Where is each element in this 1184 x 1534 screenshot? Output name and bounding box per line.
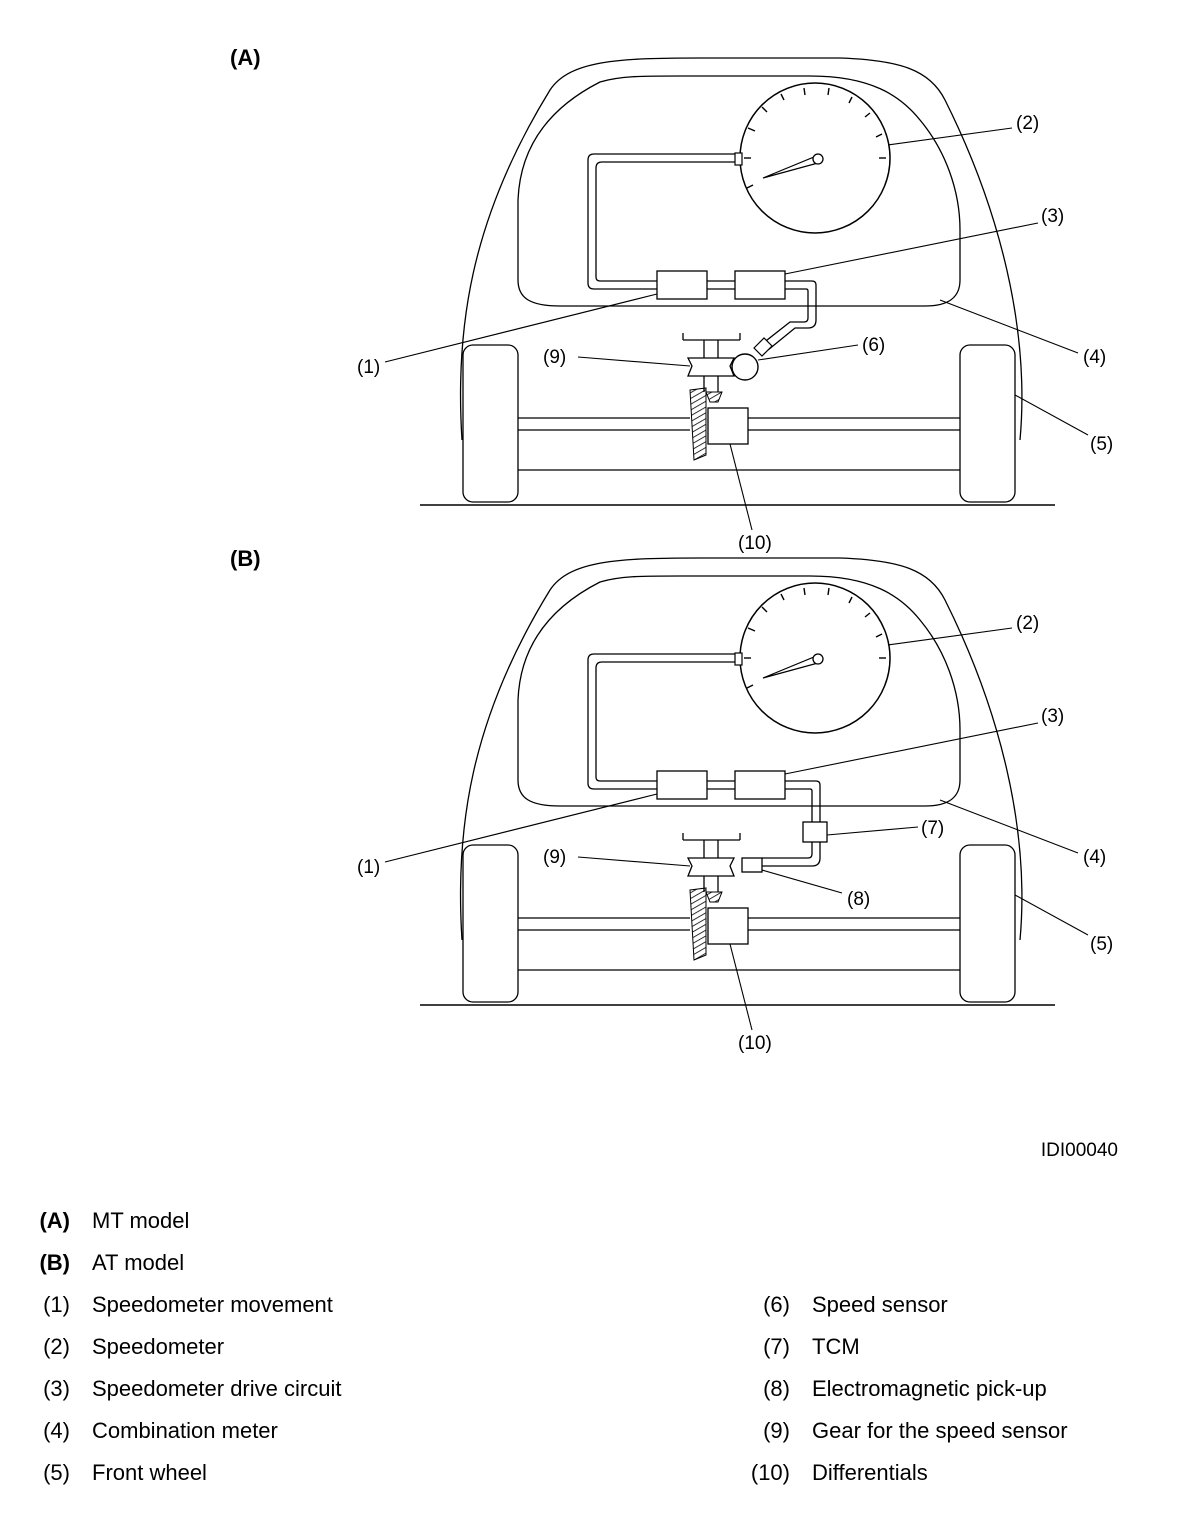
legend-key: (A) bbox=[39, 1208, 70, 1233]
legend-text: MT model bbox=[92, 1208, 190, 1233]
callout-1: (1) bbox=[357, 357, 380, 378]
callout-6: (6) bbox=[862, 335, 885, 356]
legend-key: (6) bbox=[763, 1292, 790, 1317]
panel-a-mt-model: (A) (1) (2) (3) (4) (5) (6) (9) (10) bbox=[230, 45, 1113, 554]
legend-key: (5) bbox=[43, 1460, 70, 1485]
callout-10: (10) bbox=[738, 533, 772, 554]
legend-key: (4) bbox=[43, 1418, 70, 1443]
legend-text: Speedometer bbox=[92, 1334, 225, 1359]
legend-text: Speedometer movement bbox=[92, 1292, 333, 1317]
legend-text: TCM bbox=[812, 1334, 860, 1359]
legend-text: Speedometer drive circuit bbox=[92, 1376, 342, 1401]
legend-key: (3) bbox=[43, 1376, 70, 1401]
legend-text: AT model bbox=[92, 1250, 185, 1275]
callout-3: (3) bbox=[1041, 706, 1064, 727]
panel-b-at-model: (B) (1) bbox=[230, 546, 1113, 1054]
legend-key: (8) bbox=[763, 1376, 790, 1401]
callout-3: (3) bbox=[1041, 206, 1064, 227]
callout-1: (1) bbox=[357, 857, 380, 878]
callout-2: (2) bbox=[1016, 113, 1039, 134]
callout-8: (8) bbox=[847, 889, 870, 910]
legend-key: (10) bbox=[750, 1460, 790, 1485]
legend-text: Differentials bbox=[812, 1460, 928, 1485]
speedometer-system-diagram: (A) (1) (2) (3) (4) (5) (6) (9) (10) (B) bbox=[230, 45, 1113, 1054]
callout-2: (2) bbox=[1016, 613, 1039, 634]
callout-7: (7) bbox=[921, 818, 944, 839]
callout-9: (9) bbox=[543, 347, 566, 368]
panel-b-label: (B) bbox=[230, 546, 261, 571]
callout-5: (5) bbox=[1090, 434, 1113, 455]
legend-text: Combination meter bbox=[92, 1418, 278, 1443]
legend-key: (7) bbox=[763, 1334, 790, 1359]
callout-9: (9) bbox=[543, 847, 566, 868]
callout-5: (5) bbox=[1090, 934, 1113, 955]
panel-a-label: (A) bbox=[230, 45, 261, 70]
callout-4: (4) bbox=[1083, 347, 1106, 368]
legend-key: (B) bbox=[39, 1250, 70, 1275]
callout-4: (4) bbox=[1083, 847, 1106, 868]
legend-text: Front wheel bbox=[92, 1460, 207, 1485]
legend-key: (2) bbox=[43, 1334, 70, 1359]
legend-text: Gear for the speed sensor bbox=[812, 1418, 1068, 1443]
figure-id: IDI00040 bbox=[1040, 1140, 1118, 1161]
legend: (A) MT model (B) AT model (1) Speedomete… bbox=[0, 1208, 1184, 1508]
callout-10: (10) bbox=[738, 1033, 772, 1054]
legend-text: Speed sensor bbox=[812, 1292, 948, 1317]
legend-key: (9) bbox=[763, 1418, 790, 1443]
legend-text: Electromagnetic pick-up bbox=[812, 1376, 1047, 1401]
legend-key: (1) bbox=[43, 1292, 70, 1317]
